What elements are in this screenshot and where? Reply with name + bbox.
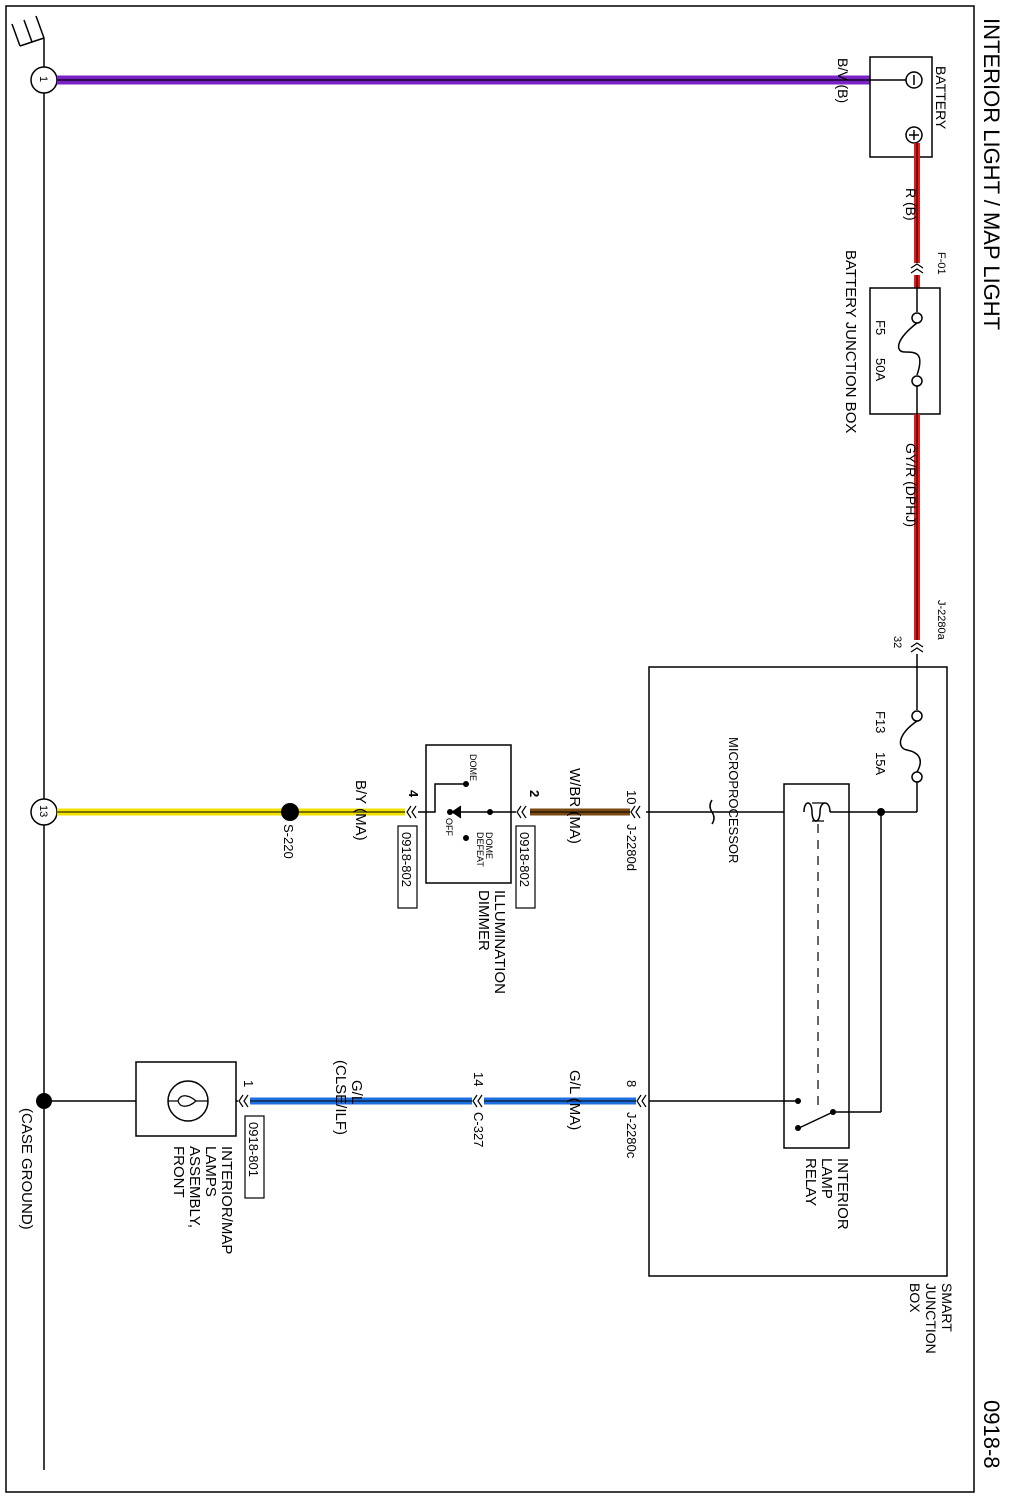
lamp-pin: 1	[241, 1080, 256, 1087]
connector-j2280a-label: J-2280a	[935, 600, 947, 641]
page-frame	[5, 5, 975, 1493]
battery-junction-box-label: BATTERY JUNCTION BOX	[842, 250, 859, 433]
relay-coil-icon	[803, 802, 831, 822]
illumination-dimmer	[425, 744, 512, 884]
fuse-f13-icon	[899, 720, 921, 773]
fuse-f5-rating: 50A	[873, 358, 888, 381]
fuse-f13-label: F13	[873, 711, 888, 733]
microprocessor-label: MICROPROCESSOR	[726, 737, 741, 863]
lamp-label-4: FRONT	[170, 1146, 187, 1198]
interior-lamp-relay	[783, 783, 850, 1149]
connector-0918-801-box	[244, 1115, 265, 1199]
connector-0918-802-out: 0918-802	[399, 832, 414, 887]
relay-label-2: LAMP	[818, 1158, 835, 1199]
wire-rb-label: R (B)	[903, 188, 919, 221]
page-title: INTERIOR LIGHT / MAP LIGHT	[979, 18, 1004, 330]
connector-j2280c-label: J-2280c	[624, 1112, 639, 1159]
wire-gl-clse-label-1: G/L	[348, 1080, 365, 1104]
connector-j2280c-icon	[636, 1094, 647, 1108]
connector-0918-801-icon	[238, 1094, 249, 1108]
connector-0918-802-out-icon	[406, 805, 417, 819]
wire-gl-ma-label: G/L (MA)	[566, 1070, 583, 1130]
smart-junction-box	[648, 666, 948, 1277]
dimmer-label-1: ILLUMINATION	[491, 890, 508, 994]
connector-j2280d-pin: 10	[624, 790, 639, 804]
dimmer-pos-off: OFF	[444, 818, 454, 836]
connector-f01-label: F-01	[935, 252, 947, 275]
wire-gyr-label: GY/R (DPHJ)	[903, 443, 919, 527]
sjb-label-3: BOX	[907, 1283, 923, 1313]
fuse-f13-rating: 15A	[873, 752, 888, 775]
connector-c327-pin: 14	[471, 1072, 486, 1086]
wire-gl-clse-label-2: (CLSE/ILF)	[332, 1060, 349, 1135]
wire-by-label: B/Y (MA)	[352, 780, 369, 841]
dimmer-pos-defeat-1: DOME	[484, 832, 494, 859]
connector-0918-802-in: 0918-802	[517, 832, 532, 887]
relay-switch-icon	[798, 1111, 834, 1129]
dimmer-pin-out: 4	[406, 790, 421, 798]
relay-label-1: INTERIOR	[834, 1158, 851, 1230]
splice-s220-label: S-220	[281, 824, 296, 859]
fuse-f5-icon	[897, 322, 921, 376]
wire-bv-label: B/V (B)	[835, 58, 851, 103]
page-number: 0918-8	[979, 1400, 1004, 1469]
lamp-label-1: INTERIOR/MAP	[218, 1146, 235, 1254]
connector-c327-label: C-327	[471, 1112, 486, 1147]
connector-0918-802-in-icon	[516, 805, 527, 819]
dimmer-label-2: DIMMER	[475, 890, 492, 951]
fuse-f13-terminal-a	[911, 710, 923, 722]
connector-j2280d-icon	[630, 805, 641, 819]
connector-0918-801-label: 0918-801	[246, 1122, 261, 1177]
ground-node-13-label: 13	[37, 805, 49, 817]
connector-c327-icon	[472, 1094, 483, 1108]
fuse-f5-label: F5	[873, 320, 888, 335]
connector-f01-icon	[910, 263, 924, 274]
fuse-f5-terminal-a	[911, 312, 923, 324]
wire-wbr-label: W/BR (MA)	[566, 768, 583, 844]
connector-0918-802-in-box	[515, 825, 536, 909]
dimmer-pin-in: 2	[527, 790, 542, 797]
fuse-f5-terminal-b	[911, 375, 923, 387]
case-ground-label: (CASE GROUND)	[18, 1108, 35, 1230]
microprocessor-icon	[709, 799, 715, 825]
dimmer-pos-dome: DOME	[468, 754, 478, 781]
connector-j2280c-pin: 8	[624, 1080, 639, 1087]
fuse-f13-terminal-b	[911, 771, 923, 783]
relay-label-3: RELAY	[802, 1158, 819, 1206]
lamp-label-2: LAMPS	[202, 1146, 219, 1197]
connector-j2280d-label: J-2280d	[624, 824, 639, 871]
connector-j2280a-icon	[910, 642, 924, 653]
sjb-label-1: SMART	[939, 1283, 955, 1332]
battery-label: BATTERY	[933, 66, 949, 130]
ground-node-1-label: 1	[37, 76, 49, 82]
splice-s220-icon	[281, 803, 299, 821]
connector-j2280a-pin: 32	[891, 636, 903, 648]
ground-symbol	[11, 15, 45, 47]
connector-0918-802-out-box	[397, 825, 418, 909]
sjb-label-2: JUNCTION	[923, 1283, 939, 1354]
case-ground-dot	[36, 1093, 52, 1109]
battery-junction-box	[869, 287, 941, 415]
battery-box	[869, 56, 933, 158]
dimmer-pos-defeat-2: DEFEAT	[475, 832, 485, 867]
lamp-label-3: ASSEMBLY,	[186, 1146, 203, 1228]
